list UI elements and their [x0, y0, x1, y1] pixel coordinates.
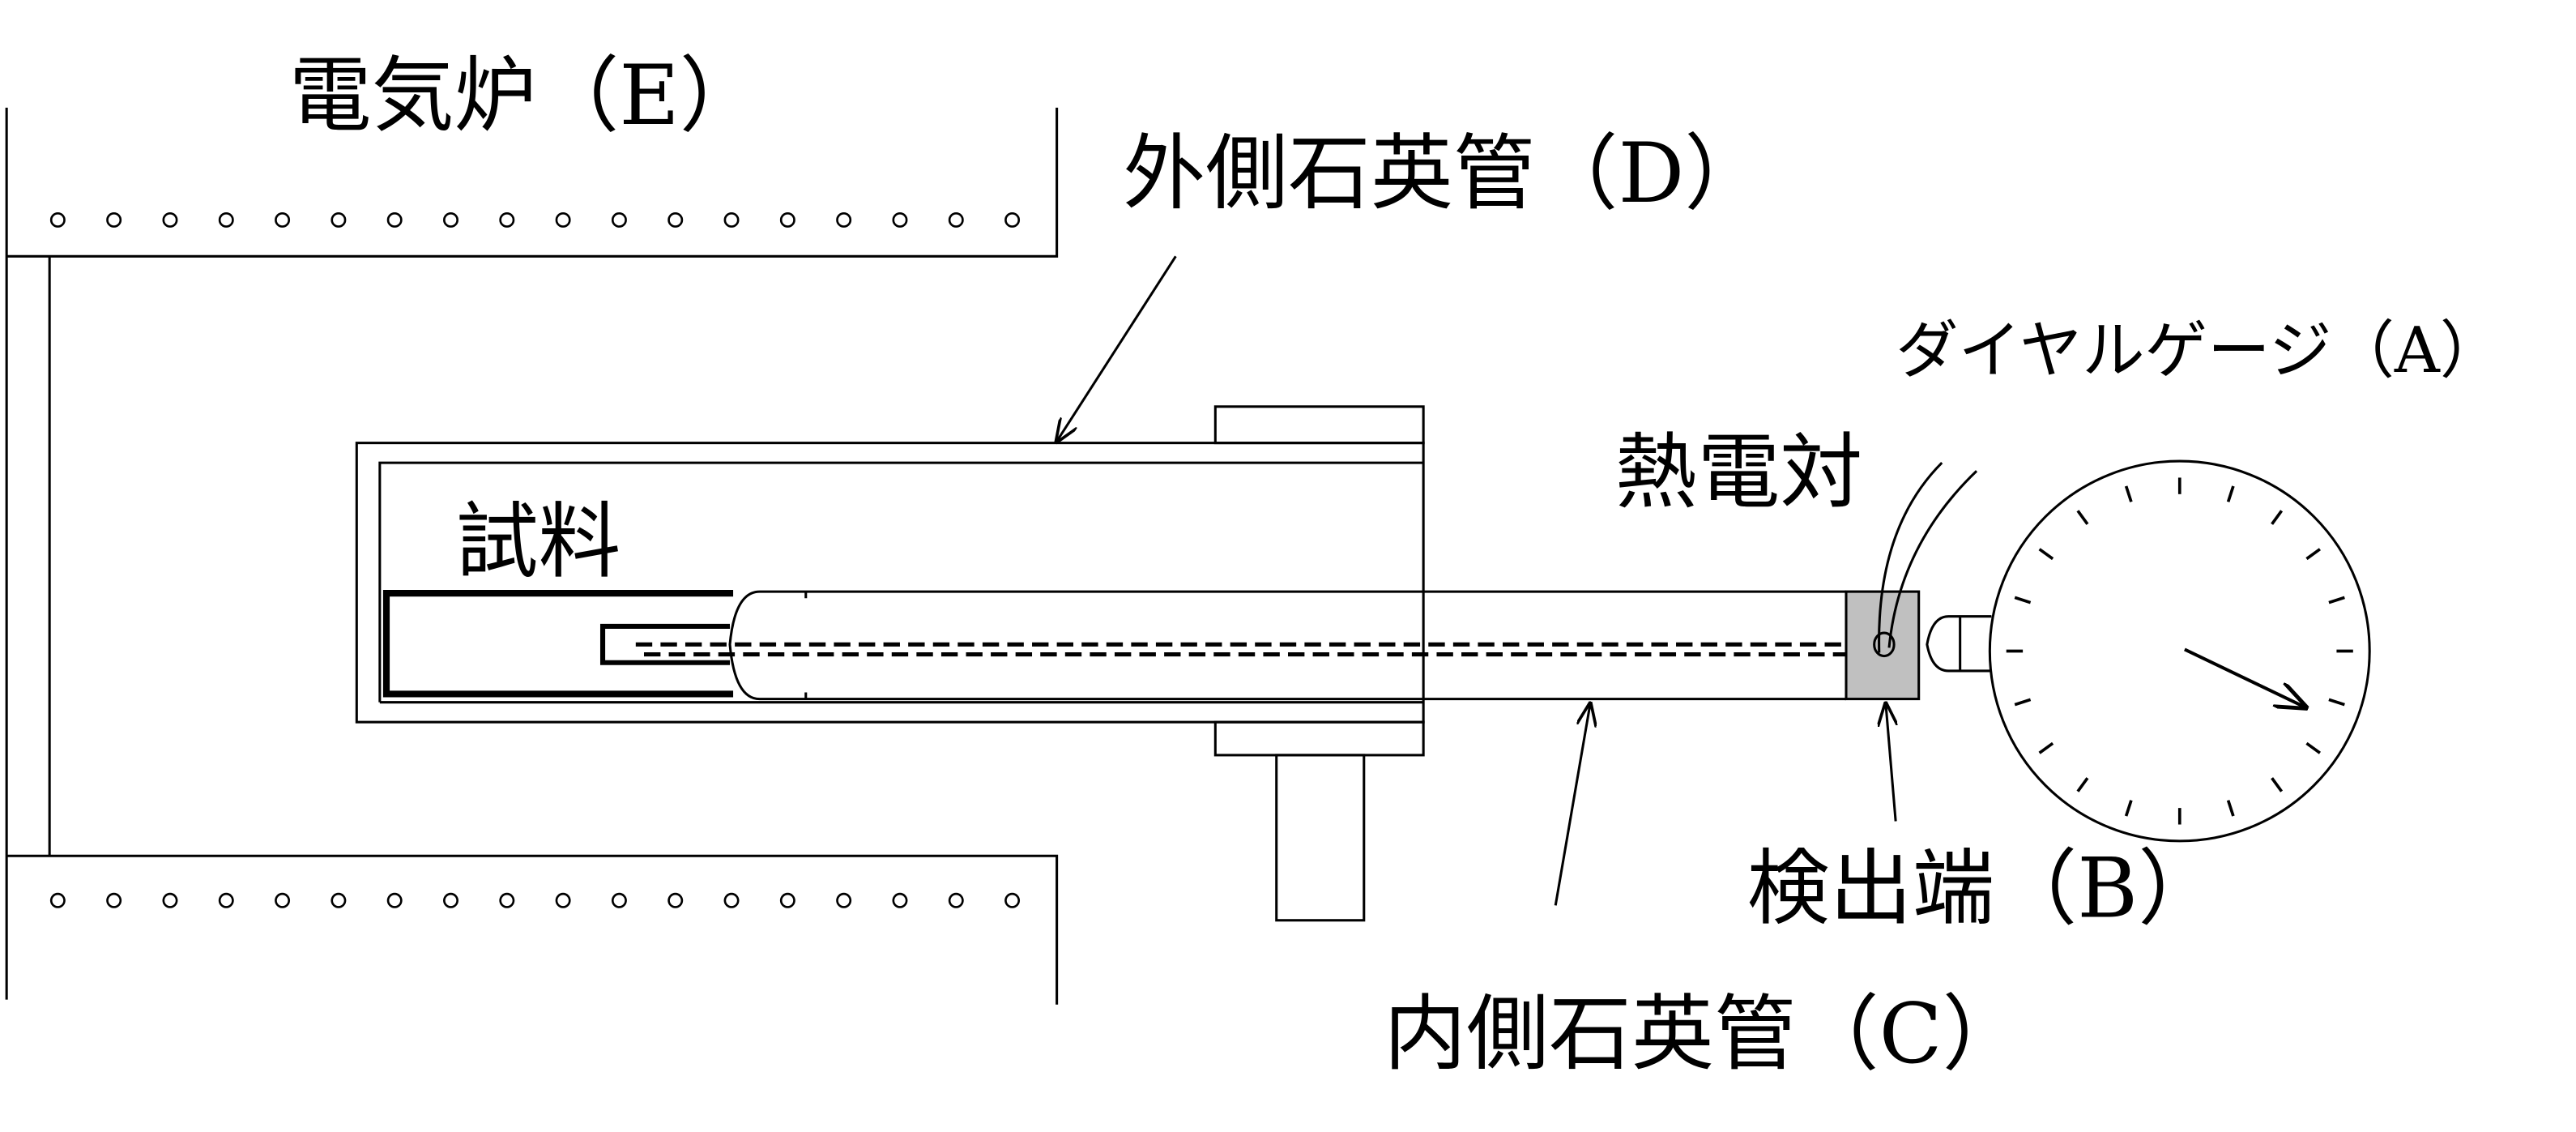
dial-tick [2226, 800, 2235, 817]
heater-dots-top [49, 211, 1021, 228]
inner-tube-label: 内側石英管（C） [1384, 986, 2024, 1083]
heater-dot [611, 211, 627, 228]
heater-dot [499, 892, 515, 908]
heater-dots-bottom [49, 892, 1021, 908]
inner-quartz-tube [635, 590, 1850, 701]
heater-dot [331, 892, 347, 908]
heater-dot [162, 892, 178, 908]
heater-dot [386, 211, 403, 228]
heater-dot [1004, 211, 1021, 228]
heater-dot [892, 892, 908, 908]
dial-tick [2305, 741, 2322, 754]
heater-dot [667, 211, 684, 228]
heater-dot [331, 211, 347, 228]
heater-dot [162, 211, 178, 228]
dial-tick [2271, 777, 2284, 792]
inner-tube-pointer [1554, 704, 1590, 906]
dial-tick [2271, 510, 2284, 525]
dial-gauge-label: ダイヤルゲージ（A） [1896, 314, 2502, 387]
heater-dot [386, 892, 403, 908]
heater-dot [667, 892, 684, 908]
heater-dot [555, 211, 571, 228]
thermocouple-label: 熱電対 [1615, 425, 1863, 521]
dial-tick [2124, 800, 2133, 817]
heater-dot [275, 211, 291, 228]
dial-gauge [1926, 459, 2371, 843]
furnace-label: 電気炉（E） [289, 48, 762, 144]
dial-tick [2328, 596, 2345, 604]
dial-tick [2305, 548, 2322, 561]
heater-dot [779, 211, 795, 228]
dial-tick [2014, 698, 2032, 707]
heater-dot [443, 892, 458, 908]
heater-dot [723, 892, 740, 908]
heater-dot [948, 211, 964, 228]
heater-dot [49, 892, 66, 908]
sample-holder [382, 590, 734, 698]
outer-tube-label: 外側石英管（D） [1123, 126, 1767, 222]
dial-tick [2038, 548, 2054, 561]
detector-end-block [1845, 462, 1978, 701]
heater-dot [779, 892, 795, 908]
heater-dot [723, 211, 740, 228]
detector-end-label: 検出端（B） [1747, 841, 2220, 938]
sample-label: 試料 [456, 494, 621, 591]
dial-tick [2226, 485, 2235, 502]
heater-dot [106, 892, 122, 908]
dial-tick [2014, 596, 2032, 604]
dial-needle [2184, 647, 2305, 707]
heater-dot [499, 211, 515, 228]
heater-dot [49, 211, 66, 228]
dial-tick [2328, 698, 2345, 707]
heater-dot [948, 892, 964, 908]
detector-pointer [1886, 704, 1896, 822]
heater-dot [836, 211, 852, 228]
dial-tick [2076, 777, 2089, 792]
dial-tick [2038, 741, 2054, 754]
electric-furnace [5, 107, 1059, 1005]
heater-dot [443, 211, 458, 228]
dial-tick [2124, 485, 2133, 502]
heater-dot [275, 892, 291, 908]
outer-tube-pointer [1057, 255, 1177, 441]
heater-dot [218, 211, 234, 228]
dial-ticks [2006, 477, 2353, 825]
heater-dot [1004, 892, 1021, 908]
heater-dot [555, 892, 571, 908]
heater-dot [892, 211, 908, 228]
heater-dot [106, 211, 122, 228]
outer-quartz-tube [355, 405, 1425, 922]
dial-tick [2076, 510, 2089, 525]
heater-dot [218, 892, 234, 908]
heater-dot [611, 892, 627, 908]
heater-dot [836, 892, 852, 908]
